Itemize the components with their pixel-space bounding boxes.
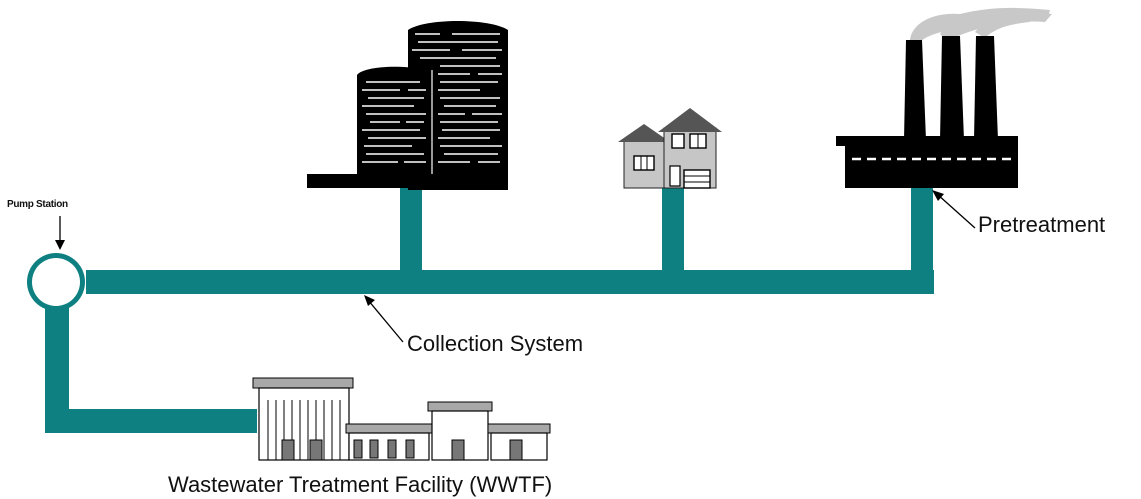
collection-system-label: Collection System: [407, 331, 583, 356]
factory-icon: [836, 7, 1052, 188]
pretreatment-arrow: [932, 190, 976, 229]
pipe-branch-office: [400, 185, 422, 280]
collection-pipes: [45, 185, 934, 433]
wwtf-label: Wastewater Treatment Facility (WWTF): [168, 472, 552, 497]
office-tower-icon: [307, 21, 508, 190]
pipe-branch-factory: [911, 188, 933, 284]
pipe-to-wwtf: [45, 409, 257, 433]
pump-station-label: Pump Station: [7, 199, 68, 210]
collection-system-arrow: [364, 295, 404, 343]
treatment-plant-icon: [252, 377, 551, 461]
pipe-branch-house: [662, 186, 684, 280]
pump-station-icon: [27, 253, 85, 311]
pretreatment-label: Pretreatment: [978, 212, 1105, 237]
house-icon: [618, 108, 722, 189]
pump-station-arrow: [55, 216, 65, 250]
main-collection-pipe: [86, 270, 934, 294]
